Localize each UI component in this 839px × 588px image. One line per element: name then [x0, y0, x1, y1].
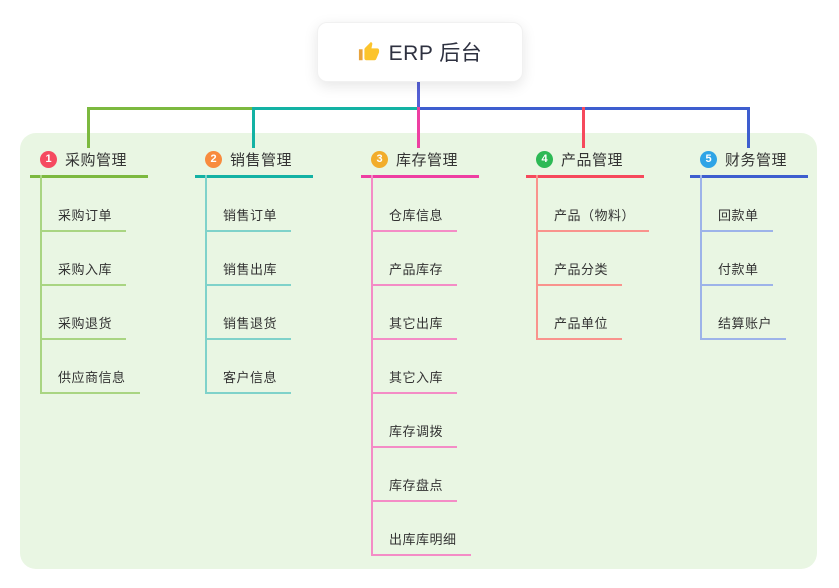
branch-title-label: 采购管理 — [65, 151, 128, 169]
branch-children-trunk-line — [536, 175, 538, 340]
branch-underline — [526, 175, 644, 178]
branch-title[interactable]: 2 销售管理 — [195, 146, 365, 172]
branch-children: 仓库信息产品库存其它出库其它入库库存调拨库存盘点出库库明细 — [361, 175, 471, 556]
root-node[interactable]: ERP 后台 — [317, 22, 523, 82]
child-node[interactable]: 付款单 — [700, 232, 773, 286]
child-node-label: 采购入库 — [58, 262, 113, 277]
branch-number-badge: 3 — [371, 150, 388, 168]
branch-underline — [195, 175, 313, 178]
branch-drop-purchase — [87, 107, 90, 148]
branch-finance: 5 财务管理 回款单付款单结算账户 — [690, 146, 839, 340]
branch-children: 销售订单销售出库销售退货客户信息 — [195, 175, 292, 394]
child-node-label: 仓库信息 — [389, 208, 444, 223]
child-node[interactable]: 销售订单 — [205, 178, 292, 232]
child-node-label: 产品（物料） — [554, 208, 636, 223]
child-node-label: 其它出库 — [389, 316, 444, 331]
child-node[interactable]: 销售退货 — [205, 286, 292, 340]
branch-drop-finance — [747, 107, 750, 148]
child-node[interactable]: 库存盘点 — [371, 448, 458, 502]
branch-title-label: 库存管理 — [396, 151, 459, 169]
child-node[interactable]: 产品单位 — [536, 286, 623, 340]
child-node[interactable]: 其它出库 — [371, 286, 458, 340]
branch-number-badge: 1 — [40, 150, 57, 168]
child-node-label: 产品单位 — [554, 316, 609, 331]
branch-title[interactable]: 1 采购管理 — [30, 146, 200, 172]
child-node[interactable]: 采购退货 — [40, 286, 127, 340]
branch-underline — [30, 175, 148, 178]
branch-title[interactable]: 4 产品管理 — [526, 146, 696, 172]
branch-number-badge: 4 — [536, 150, 553, 168]
child-node[interactable]: 产品库存 — [371, 232, 458, 286]
child-node-label: 采购退货 — [58, 316, 113, 331]
root-node-title: ERP 后台 — [388, 42, 483, 65]
child-node-label: 产品分类 — [554, 262, 609, 277]
branch-number-badge: 5 — [700, 150, 717, 168]
branch-inventory: 3 库存管理 仓库信息产品库存其它出库其它入库库存调拨库存盘点出库库明细 — [361, 146, 531, 556]
branch-drop-product — [582, 107, 585, 148]
branch-title-label: 财务管理 — [725, 151, 788, 169]
branch-children-trunk-line — [700, 175, 702, 340]
child-node[interactable]: 其它入库 — [371, 340, 458, 394]
branch-number-badge: 2 — [205, 150, 222, 168]
child-node[interactable]: 回款单 — [700, 178, 773, 232]
branch-title-label: 产品管理 — [561, 151, 624, 169]
branch-children-trunk-line — [371, 175, 373, 556]
child-node-label: 库存盘点 — [389, 478, 444, 493]
child-node-label: 结算账户 — [718, 316, 773, 331]
branch-title[interactable]: 5 财务管理 — [690, 146, 839, 172]
child-node-label: 销售出库 — [223, 262, 278, 277]
branch-purchase: 1 采购管理 采购订单采购入库采购退货供应商信息 — [30, 146, 200, 394]
child-node-label: 其它入库 — [389, 370, 444, 385]
branch-drop-inventory — [417, 107, 420, 148]
thumbs-up-icon — [358, 41, 380, 63]
branch-underline — [690, 175, 808, 178]
branch-children: 回款单付款单结算账户 — [690, 175, 787, 340]
branch-children-trunk-line — [40, 175, 42, 394]
child-node[interactable]: 结算账户 — [700, 286, 787, 340]
branch-children: 采购订单采购入库采购退货供应商信息 — [30, 175, 140, 394]
mindmap-panel — [20, 133, 817, 569]
child-node[interactable]: 库存调拨 — [371, 394, 458, 448]
child-node-label: 出库库明细 — [389, 532, 457, 547]
bus-line-mid — [252, 107, 417, 110]
child-node-label: 产品库存 — [389, 262, 444, 277]
child-node-label: 付款单 — [718, 262, 759, 277]
child-node[interactable]: 出库库明细 — [371, 502, 471, 556]
branch-children: 产品（物料） 产品分类产品单位 — [526, 175, 650, 340]
child-node[interactable]: 客户信息 — [205, 340, 292, 394]
child-node-label: 供应商信息 — [58, 370, 126, 385]
child-node[interactable]: 销售出库 — [205, 232, 292, 286]
branch-underline — [361, 175, 479, 178]
child-node[interactable]: 采购订单 — [40, 178, 127, 232]
branch-title[interactable]: 3 库存管理 — [361, 146, 531, 172]
branch-drop-sales — [252, 107, 255, 148]
root-connector-line — [417, 82, 420, 108]
child-node-label: 销售退货 — [223, 316, 278, 331]
child-node-label: 库存调拨 — [389, 424, 444, 439]
branch-children-trunk-line — [205, 175, 207, 394]
child-node-label: 采购订单 — [58, 208, 113, 223]
child-node[interactable]: 仓库信息 — [371, 178, 458, 232]
child-node[interactable]: 采购入库 — [40, 232, 127, 286]
child-node[interactable]: 产品分类 — [536, 232, 623, 286]
child-node[interactable]: 产品（物料） — [536, 178, 650, 232]
branch-title-label: 销售管理 — [230, 151, 293, 169]
child-node-label: 销售订单 — [223, 208, 278, 223]
branch-product: 4 产品管理 产品（物料） 产品分类产品单位 — [526, 146, 696, 340]
child-node-label: 客户信息 — [223, 370, 278, 385]
child-node-label: 回款单 — [718, 208, 759, 223]
branch-sales: 2 销售管理 销售订单销售出库销售退货客户信息 — [195, 146, 365, 394]
bus-line-left — [87, 107, 252, 110]
child-node[interactable]: 供应商信息 — [40, 340, 140, 394]
